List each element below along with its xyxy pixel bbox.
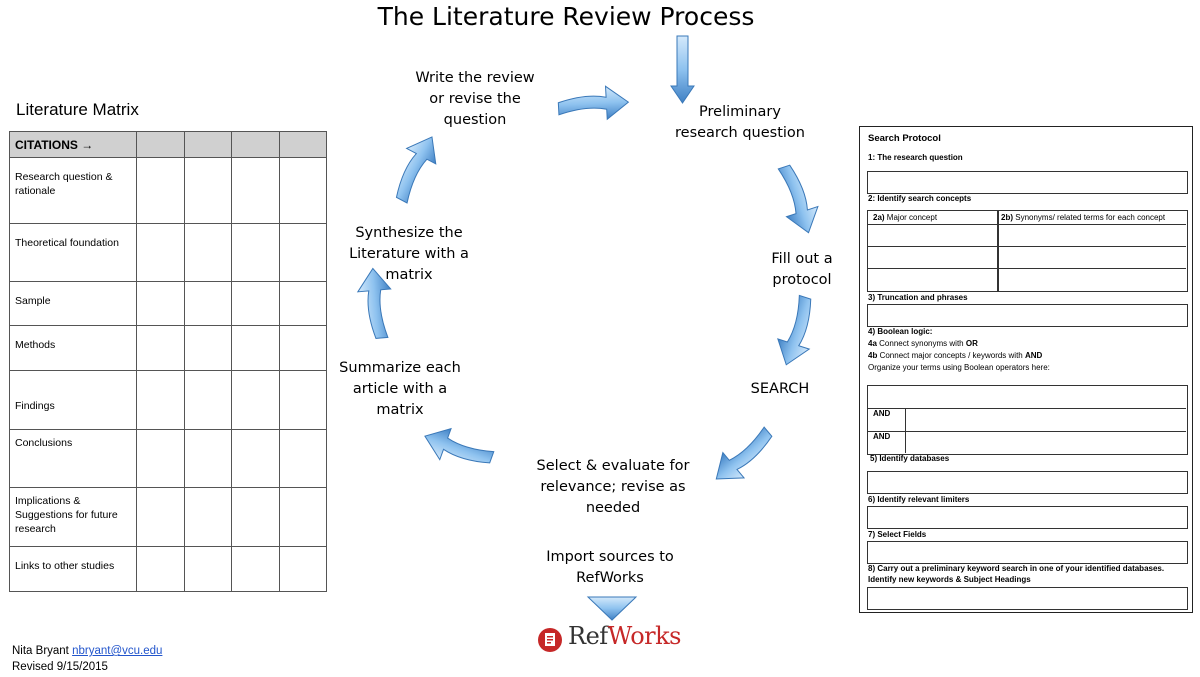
protocol-s4c: Organize your terms using Boolean operat… — [868, 363, 1050, 372]
matrix-row-label: Conclusions — [9, 428, 137, 488]
and-label: AND — [873, 409, 891, 418]
step-search: SEARCH — [750, 381, 810, 397]
protocol-s5: 5) Identify databases — [870, 454, 950, 463]
matrix-header-cell — [231, 130, 280, 159]
protocol-title: Search Protocol — [868, 133, 941, 144]
databases-field — [867, 471, 1188, 494]
divider — [867, 246, 1186, 247]
protocol-s8b: Identify new keywords & Subject Headings — [868, 575, 1031, 584]
divider — [867, 431, 1186, 432]
matrix-header-cell — [278, 130, 327, 159]
author-name: Nita Bryant — [12, 645, 69, 657]
divider — [867, 408, 1186, 409]
matrix-header-cell — [183, 130, 232, 159]
matrix-row-label: Research question & rationale — [9, 157, 137, 225]
synonyms-column — [997, 210, 1188, 292]
refworks-icon — [538, 628, 562, 652]
protocol-s4a: 4a Connect synonyms with OR — [868, 339, 978, 348]
boolean-box — [867, 385, 1188, 455]
concept-2a-label: 2a) Major concept — [873, 213, 938, 222]
curved-arrow-icon — [557, 84, 630, 123]
protocol-s1: 1: The research question — [868, 153, 963, 162]
curved-arrow-icon — [383, 128, 447, 207]
refworks-works-text: Works — [607, 622, 682, 650]
import-arrow-icon — [586, 596, 638, 621]
divider — [867, 224, 1186, 225]
keywords-field — [867, 587, 1188, 610]
major-concept-column — [867, 210, 999, 292]
curved-arrow-icon — [418, 420, 497, 477]
down-arrow-icon — [670, 35, 695, 104]
truncation-field — [867, 304, 1188, 327]
search-protocol: Search Protocol 1: The research question… — [859, 126, 1193, 613]
protocol-s4b: 4b Connect major concepts / keywords wit… — [868, 351, 1043, 360]
protocol-s8a: 8) Carry out a preliminary keyword searc… — [868, 564, 1165, 573]
page-title: The Literature Review Process — [377, 2, 755, 31]
protocol-s6: 6) Identify relevant limiters — [868, 495, 970, 504]
refworks-ref-text: Ref — [568, 622, 608, 650]
matrix-row-label: Links to other studies — [9, 545, 137, 593]
curved-arrow-icon — [771, 160, 826, 239]
curved-arrow-icon — [705, 421, 782, 493]
protocol-s7: 7) Select Fields — [868, 530, 927, 539]
matrix-row-label: Findings — [9, 369, 137, 430]
protocol-s2: 2: Identify search concepts — [868, 194, 972, 203]
fields-field — [867, 541, 1188, 564]
limiters-field — [867, 506, 1188, 529]
protocol-s3: 3) Truncation and phrases — [868, 293, 968, 302]
matrix-header-citations: CITATIONS → — [9, 130, 137, 159]
matrix-row-label: Sample — [9, 281, 137, 327]
and-label: AND — [873, 432, 891, 441]
research-question-field — [867, 171, 1188, 194]
matrix-title: Literature Matrix — [16, 100, 139, 119]
author-email-link[interactable]: nbryant@vcu.edu — [72, 645, 163, 657]
divider — [867, 268, 1186, 269]
matrix-row-label: Methods — [9, 325, 137, 371]
protocol-s4: 4) Boolean logic: — [868, 327, 933, 336]
literature-matrix: CITATIONS → Research question & rational… — [9, 130, 327, 593]
footer-revised: Revised 9/15/2015 — [12, 661, 108, 673]
curved-arrow-icon — [770, 292, 825, 371]
matrix-row-label: Theoretical foundation — [9, 223, 137, 283]
concept-2b-label: 2b) Synonyms/ related terms for each con… — [1001, 213, 1166, 222]
footer-author: Nita Bryant nbryant@vcu.edu — [12, 645, 162, 657]
divider — [905, 408, 906, 453]
